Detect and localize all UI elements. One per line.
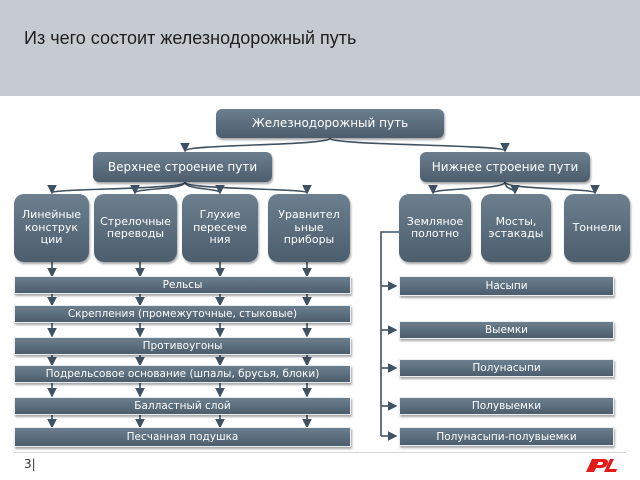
subgrade-box: Земляное полотно (399, 194, 471, 262)
earthwork-half-cuttings: Полувыемки (399, 397, 614, 415)
tunnels-box: Тоннели (564, 194, 630, 262)
layer-anticreepers: Противоугоны (14, 337, 351, 355)
slide-title: Из чего состоит железнодорожный путь (24, 28, 357, 48)
upper-structure-box: Верхнее строение пути (93, 152, 272, 182)
layer-ballast: Балластный слой (14, 397, 351, 415)
layer-fastenings: Скрепления (промежуточные, стыковые) (14, 305, 351, 323)
lower-structure-box: Нижнее строение пути (420, 152, 590, 182)
footer-divider (14, 452, 626, 453)
layer-rails: Рельсы (14, 276, 351, 294)
crossings-box: Глухие пересече ния (182, 194, 258, 262)
earthwork-embankments: Насыпи (399, 276, 614, 296)
root-box: Железнодорожный путь (216, 109, 444, 138)
switches-box: Стрелочные переводы (94, 194, 177, 262)
earthwork-cuttings: Выемки (399, 321, 614, 339)
linear-structures-box: Линейные конструк ции (14, 194, 89, 262)
header-band (0, 0, 640, 96)
bridges-box: Мосты, эстакады (481, 194, 551, 262)
layer-sand-cushion: Песчанная подушка (14, 427, 351, 447)
layer-sleepers: Подрельсовое основание (шпалы, брусья, б… (14, 365, 351, 383)
page-number: 3| (24, 457, 36, 471)
earthwork-half-embankments: Полунасыпи (399, 359, 614, 377)
expansion-devices-box: Уравнител ьные приборы (268, 194, 350, 262)
rzd-logo-icon (586, 459, 617, 472)
earthwork-mixed: Полунасыпи-полувыемки (399, 427, 614, 446)
